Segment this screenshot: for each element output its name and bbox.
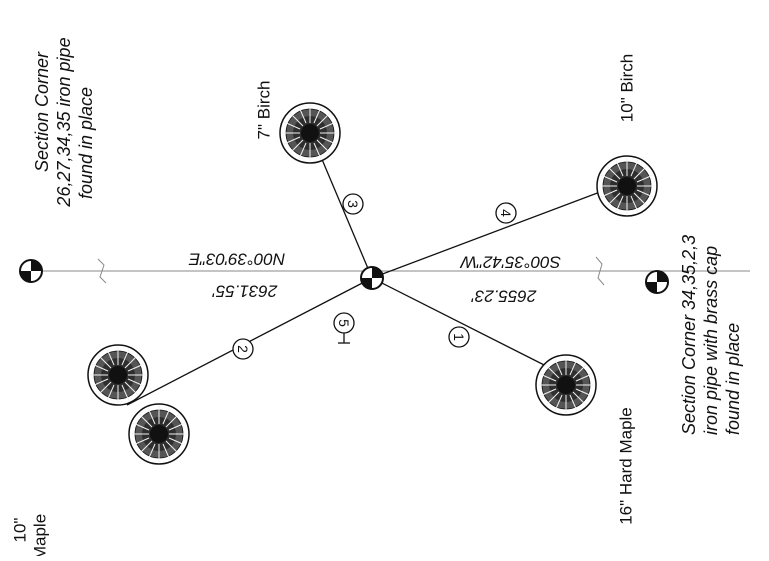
tree-10in-birch-icon [596, 155, 658, 217]
tie-line-4 [371, 188, 609, 279]
tree-7in-birch-icon [279, 102, 341, 164]
tree-10in-maple-icon [87, 344, 149, 406]
south-corner-label-line1: Section Corner 34,35,2,3 [679, 235, 699, 435]
svg-text:3: 3 [345, 200, 361, 208]
section-corner-south-icon [645, 270, 669, 294]
south-bearing-label: S00°35'42"W [459, 253, 561, 272]
tie-line-1 [371, 277, 561, 374]
tree-label-10in-maple-name: Maple [31, 514, 50, 556]
tie-line-3 [312, 137, 373, 279]
svg-text:2: 2 [235, 345, 251, 353]
tree-label-10in-maple-size: 10" [11, 518, 30, 543]
tie-number-3: 3 [342, 193, 364, 215]
north-bearing-label: N00°39'03"E [188, 250, 285, 269]
tree-label-10in-birch: 10" Birch [618, 54, 637, 122]
tree-16in-hard-maple-icon [535, 354, 597, 416]
tie-number-5: 5 [333, 312, 355, 344]
tie-number-4: 4 [495, 202, 517, 224]
north-corner-label-line3: found in place [76, 87, 96, 199]
section-corner-north-icon [19, 259, 43, 283]
tree-label-7in-birch: 7" Birch [255, 81, 274, 140]
svg-text:4: 4 [498, 209, 514, 217]
north-corner-label-line2: 26,27,34,35 iron pipe [54, 37, 74, 207]
section-line [20, 256, 750, 286]
north-distance-label: 2631.55' [212, 282, 278, 301]
center-monument-icon [360, 266, 384, 290]
south-corner-label-line2: iron pipe with brass cap [701, 246, 721, 435]
tree-label-16in-hard-maple: 16" Hard Maple [617, 407, 636, 525]
tie-number-2: 2 [232, 338, 254, 360]
svg-text:5: 5 [336, 319, 352, 327]
north-corner-label-line1: Section Corner [32, 51, 52, 172]
svg-text:1: 1 [451, 333, 467, 341]
south-distance-label: 2655.23' [471, 287, 537, 306]
tie-number-1: 1 [448, 326, 470, 348]
south-corner-label-line3: found in place [723, 323, 743, 435]
tree-10in-maple-second-icon [128, 403, 190, 465]
